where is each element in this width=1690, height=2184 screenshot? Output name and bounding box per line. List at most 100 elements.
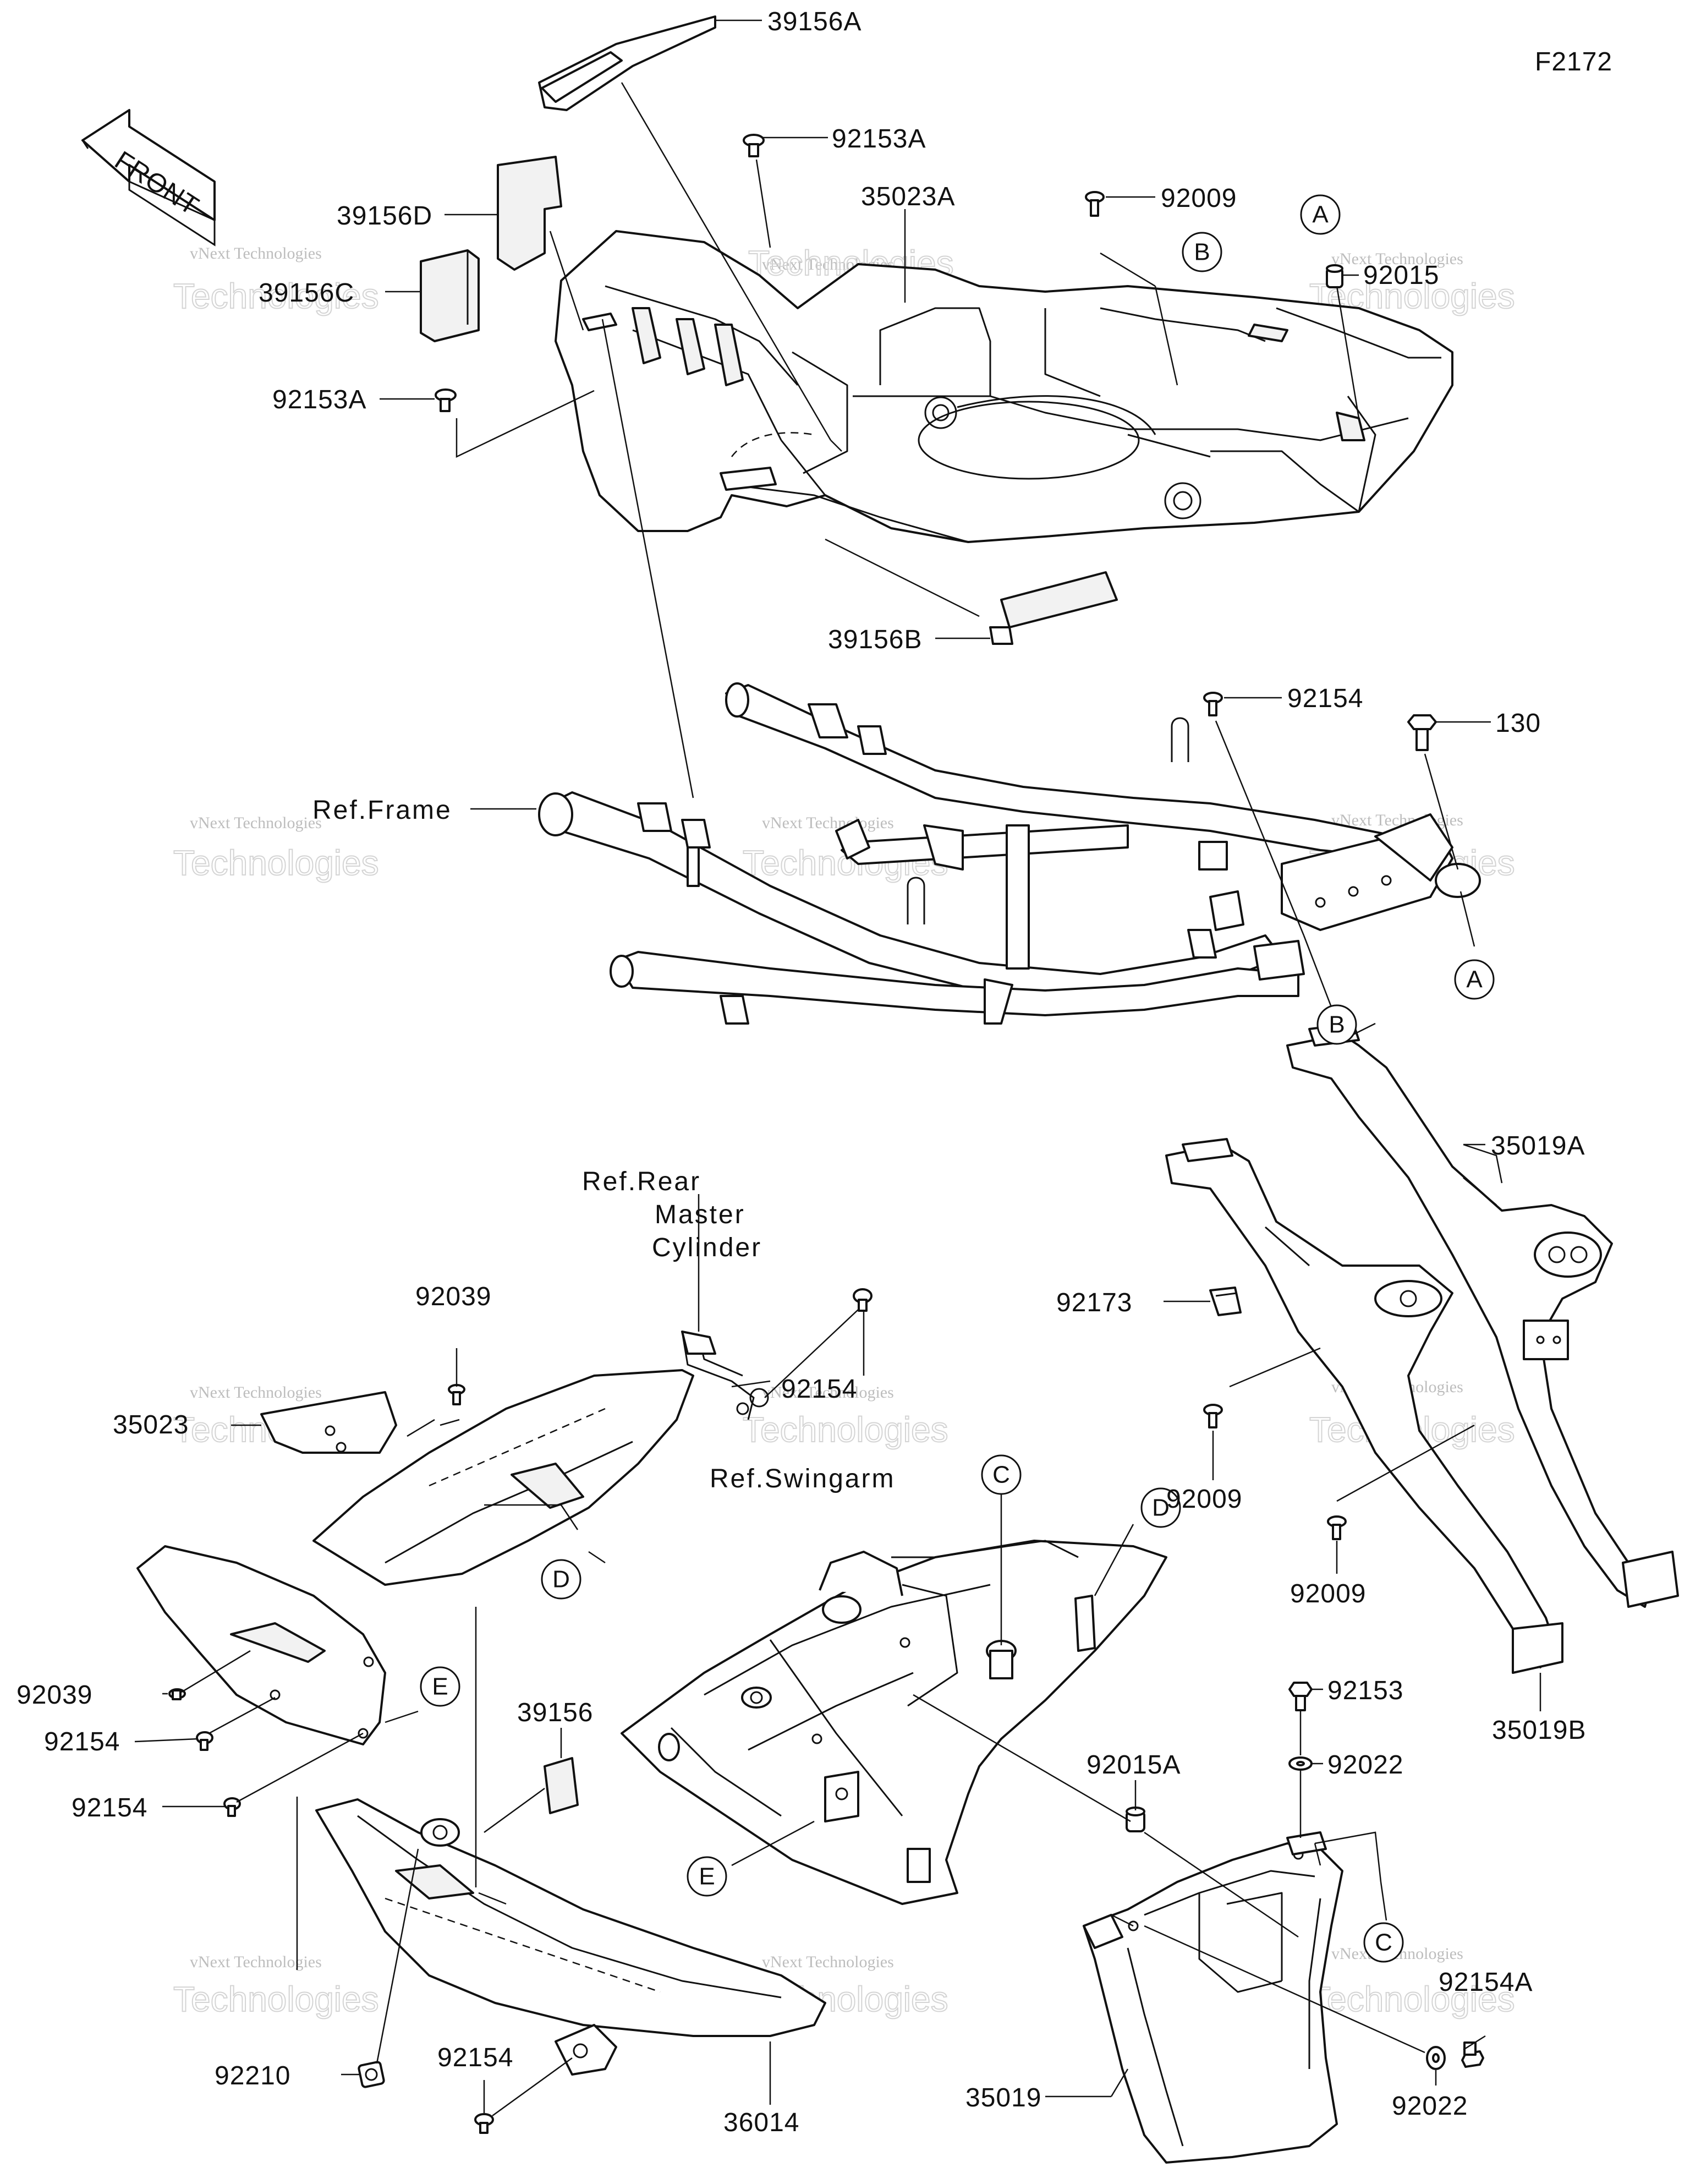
part-label-35023: 35023 <box>113 1410 189 1439</box>
ref-frame-label: Ref.Frame <box>312 796 452 825</box>
callout-C-hugger: C <box>1363 1922 1404 1963</box>
callout-E-fender: E <box>420 1666 460 1707</box>
svg-text:D: D <box>1152 1495 1170 1521</box>
svg-text:C: C <box>992 1462 1010 1488</box>
part-label-92154: 92154 <box>781 1375 857 1404</box>
screw-92154-left1 <box>196 1731 213 1751</box>
front-arrow-icon: FRONT <box>81 109 216 247</box>
screw-92153A-top <box>743 134 765 157</box>
part-label-35019: 35019 <box>965 2083 1041 2112</box>
swingarm-ref <box>621 1540 1167 1905</box>
svg-text:B: B <box>1194 239 1210 266</box>
watermark-text: Technologies <box>743 1410 948 1449</box>
watermark-text: Technologies <box>173 843 379 883</box>
part-label-35019A: 35019A <box>1491 1131 1585 1161</box>
svg-text:A: A <box>1466 966 1483 993</box>
screw-92154-master <box>853 1288 873 1312</box>
callout-C-swingarm: C <box>981 1454 1022 1495</box>
part-label-92009: 92009 <box>1161 184 1237 213</box>
part-label-92039: 92039 <box>17 1681 92 1710</box>
rear-fender-bracket-35019A <box>1165 1022 1679 1674</box>
watermark-text: vNext Technologies <box>762 1953 894 1971</box>
bolt-92153 <box>1288 1682 1313 1711</box>
watermark-text: Technologies <box>1309 1979 1515 2019</box>
part-label-92173: 92173 <box>1056 1288 1132 1317</box>
part-number-labels: 39156A 92153A 35023A 92009 92015 39156D … <box>17 7 1586 2137</box>
part-label-130: 130 <box>1495 709 1541 738</box>
bolt-92154A <box>1461 2041 1484 2068</box>
part-label-92153: 92153 <box>1327 1676 1403 1705</box>
inner-fender-35023A <box>420 15 1453 645</box>
part-label-39156D: 39156D <box>337 201 432 231</box>
part-label-39156B: 39156B <box>828 625 923 654</box>
part-label-92022: 92022 <box>1327 1750 1403 1780</box>
screw-92039-top <box>448 1384 465 1405</box>
watermark-text: vNext Technologies <box>1331 811 1463 829</box>
chain-guard-36014 <box>315 1798 826 2076</box>
part-label-92009: 92009 <box>1166 1485 1242 1514</box>
svg-text:E: E <box>699 1863 715 1890</box>
ref-swingarm-label: Ref.Swingarm <box>710 1464 895 1493</box>
leader-lines <box>134 19 1541 2117</box>
callout-E-swingarm: E <box>687 1856 727 1897</box>
part-label-92039: 92039 <box>415 1282 491 1311</box>
screw-92009-low <box>1327 1515 1347 1540</box>
ref-rear-master-label-line2: Master <box>655 1200 745 1229</box>
part-label-92015A: 92015A <box>1087 1750 1181 1780</box>
pad-39156 <box>544 1757 579 1814</box>
part-label-92015: 92015 <box>1363 261 1439 290</box>
part-label-92022: 92022 <box>1392 2092 1468 2121</box>
collar-92015 <box>1326 264 1343 288</box>
clip-92173 <box>1209 1287 1242 1316</box>
screw-92154-bottom <box>474 2113 494 2134</box>
screw-92154-left2 <box>223 1797 241 1817</box>
figure-code: F2172 <box>1535 47 1612 76</box>
washer-92022-bottom <box>1426 2046 1446 2070</box>
collar-92015A <box>1126 1807 1145 1832</box>
part-label-92153A: 92153A <box>272 385 367 414</box>
rear-frame <box>538 682 1481 1025</box>
watermark-text: Technologies <box>173 1979 379 2019</box>
watermark-text: vNext Technologies <box>190 1953 322 1971</box>
svg-text:D: D <box>552 1566 570 1593</box>
part-label-39156: 39156 <box>517 1698 593 1727</box>
watermark-text: vNext Technologies <box>190 244 322 262</box>
screw-92009-top <box>1085 191 1105 217</box>
master-cylinder-bracket <box>681 1331 769 1420</box>
watermarks: vNext Technologies Technologies vNext Te… <box>173 243 1516 2019</box>
watermark-text: Technologies <box>173 276 379 316</box>
part-label-92210: 92210 <box>215 2061 290 2090</box>
part-label-92154: 92154 <box>72 1793 147 1822</box>
part-label-92153A: 92153A <box>832 124 926 154</box>
callout-D-fender: D <box>541 1559 581 1600</box>
svg-text:B: B <box>1329 1011 1345 1038</box>
washer-92022-top <box>1288 1756 1313 1771</box>
rear-fender-35023 <box>136 1369 694 1745</box>
watermark-text: vNext Technologies <box>190 814 322 832</box>
part-label-92154: 92154 <box>437 2043 513 2072</box>
part-label-92009: 92009 <box>1290 1579 1366 1608</box>
part-label-92154: 92154 <box>1287 684 1363 713</box>
screw-92154-frame <box>1203 692 1223 716</box>
ref-rear-master-label-line3: Cylinder <box>652 1233 762 1262</box>
screw-92009-mid <box>1203 1404 1223 1428</box>
svg-text:E: E <box>432 1673 448 1700</box>
svg-text:C: C <box>1375 1929 1392 1956</box>
part-label-39156C: 39156C <box>259 278 354 308</box>
callout-B-top: B <box>1182 232 1222 272</box>
ref-rear-master-label-line1: Ref.Rear <box>582 1167 701 1196</box>
watermark-text: vNext Technologies <box>1331 250 1463 268</box>
part-label-35023A: 35023A <box>861 182 956 211</box>
watermark-text: vNext Technologies <box>190 1383 322 1402</box>
watermark-text: vNext Technologies <box>762 1383 894 1402</box>
part-label-39156A: 39156A <box>767 7 862 36</box>
callout-B-frame: B <box>1316 1004 1357 1045</box>
watermark-text: vNext Technologies <box>762 814 894 832</box>
part-label-36014: 36014 <box>723 2108 799 2137</box>
part-label-92154: 92154 <box>44 1727 120 1756</box>
reference-labels: Ref.Frame Ref.Rear Master Cylinder Ref.S… <box>312 796 895 1493</box>
callout-D-swingarm: D <box>1140 1487 1181 1528</box>
screw-92039-left <box>168 1688 186 1700</box>
screw-92153A-left <box>435 388 457 412</box>
